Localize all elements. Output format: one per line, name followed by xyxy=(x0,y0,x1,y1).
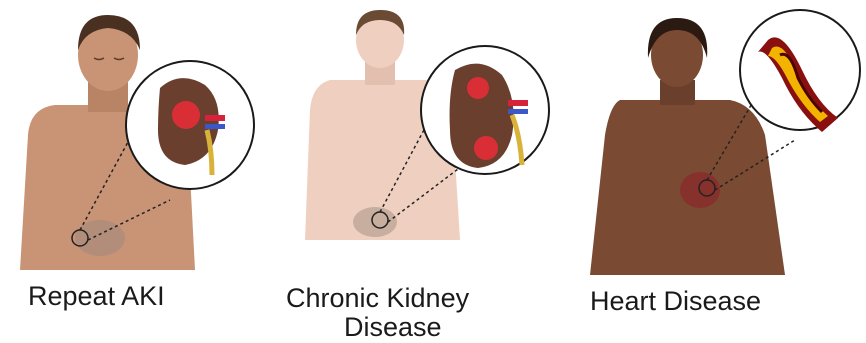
inflammation-hotspot-lower xyxy=(474,136,498,160)
inflammation-hotspot-upper xyxy=(467,77,489,99)
caption-repeat-aki: Repeat AKI xyxy=(28,280,165,312)
renal-vein xyxy=(205,124,225,129)
inflammation-hotspot xyxy=(172,101,200,129)
caption-ckd-line2: Disease xyxy=(344,311,442,343)
renal-artery xyxy=(508,100,528,106)
caption-ckd-line1: Chronic Kidney xyxy=(286,282,469,314)
renal-vein xyxy=(508,109,528,114)
panel-repeat-aki: Repeat AKI xyxy=(0,0,280,343)
panel-chronic-kidney-disease: Chronic Kidney Disease xyxy=(280,0,570,343)
panel-heart-disease: Heart Disease xyxy=(570,0,866,343)
organ-silhouette xyxy=(353,207,397,237)
renal-artery xyxy=(205,115,225,121)
caption-heart-disease: Heart Disease xyxy=(590,285,761,317)
